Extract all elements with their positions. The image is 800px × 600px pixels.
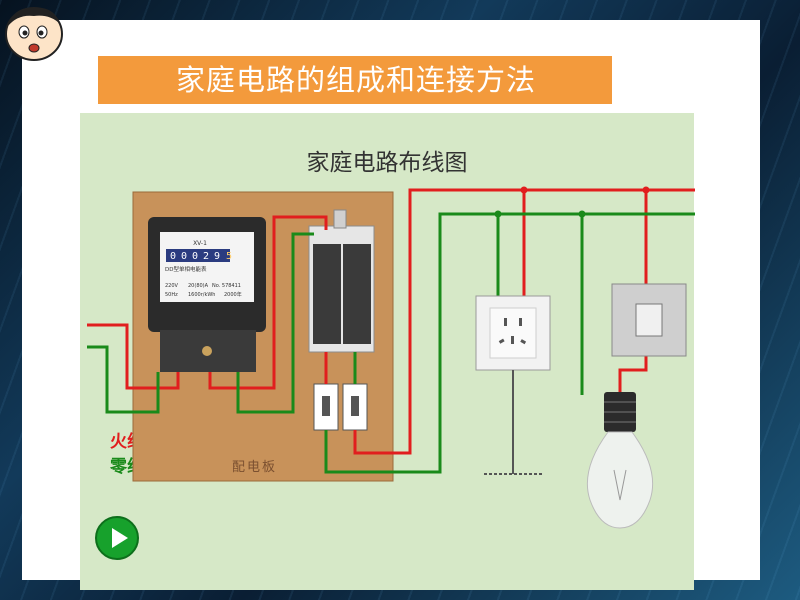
play-button[interactable] bbox=[95, 516, 139, 560]
meter-spec-serial: No. 578411 bbox=[212, 283, 241, 289]
light-bulb bbox=[586, 392, 654, 529]
meter-type-label: DD型单相电能表 bbox=[165, 265, 207, 273]
live-junctions bbox=[520, 186, 650, 194]
light-switch bbox=[611, 283, 687, 357]
meter-spec-current: 20(80)A bbox=[188, 283, 209, 289]
meter-digit: 9 bbox=[214, 251, 220, 262]
slide-title: 家庭电路的组成和连接方法 bbox=[98, 56, 612, 104]
neutral-wires bbox=[87, 212, 695, 474]
meter-spec-voltage: 220V bbox=[165, 283, 179, 289]
meter-spec-frequency: 50Hz bbox=[165, 292, 178, 298]
cartoon-mascot-icon bbox=[5, 7, 63, 61]
meter-digit: 0 bbox=[192, 251, 198, 262]
play-icon bbox=[112, 528, 128, 548]
diagram-title: 家庭电路布线图 bbox=[306, 150, 468, 176]
fuses bbox=[313, 383, 368, 431]
meter-digit: 2 bbox=[203, 251, 209, 262]
meter-digit: 0 bbox=[181, 251, 187, 262]
meter-spec-year: 2000年 bbox=[224, 291, 242, 298]
wall-socket bbox=[475, 295, 551, 371]
meter-brand: XV-1 bbox=[193, 240, 207, 247]
main-switch bbox=[308, 209, 375, 353]
meter-spec-rate: 1600r/kWh bbox=[188, 292, 215, 298]
meter-decimal-digit: 5 bbox=[226, 251, 232, 262]
meter-digit: 0 bbox=[170, 251, 176, 262]
neutral-junctions bbox=[494, 210, 586, 218]
distribution-board-label: 配电板 bbox=[232, 460, 278, 475]
live-wires bbox=[87, 188, 695, 455]
ground-symbol bbox=[484, 370, 544, 475]
